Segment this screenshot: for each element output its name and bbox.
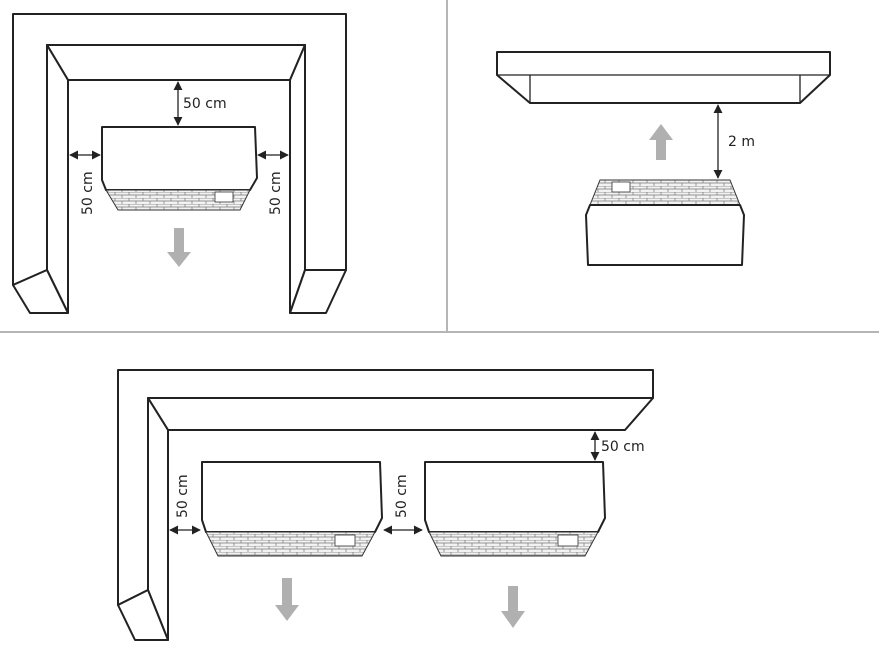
- panel-ceiling-clearance: 2 m: [496, 51, 831, 266]
- wall-frame: [12, 13, 347, 314]
- dimension-label-left: 50 cm: [175, 474, 191, 518]
- dimension-label-right: 50 cm: [268, 171, 284, 215]
- indoor-unit: [101, 126, 258, 211]
- dimension-label-between: 50 cm: [394, 474, 410, 518]
- dimension-label-top: 50 cm: [183, 96, 227, 112]
- indoor-unit-1: [201, 461, 383, 557]
- indoor-unit: [585, 179, 745, 266]
- wall-frame: [117, 369, 654, 641]
- airflow-down-arrow-icon: [167, 228, 191, 267]
- airflow-down-arrow-icon: [275, 578, 299, 621]
- indoor-unit-2: [424, 461, 606, 557]
- dimension-label-top: 2 m: [728, 134, 755, 150]
- dimension-label-left: 50 cm: [80, 171, 96, 215]
- ceiling-slab: [496, 51, 831, 104]
- airflow-up-arrow-icon: [649, 124, 673, 160]
- dimension-label-top: 50 cm: [601, 439, 645, 455]
- airflow-down-arrow-icon: [501, 586, 525, 628]
- panel-multiple-units: 50 cm 50 cm 50 cm: [117, 369, 654, 641]
- panel-wall-clearance: 50 cm 50 cm 50 cm: [12, 13, 347, 314]
